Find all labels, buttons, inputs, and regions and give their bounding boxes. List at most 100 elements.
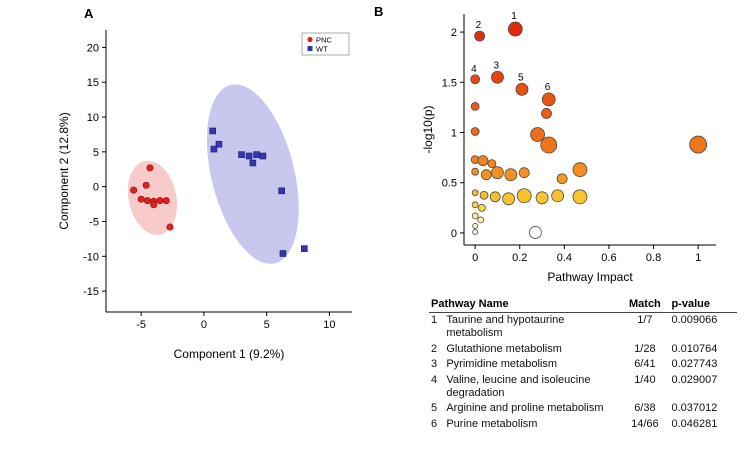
wt-data-point [215,140,223,148]
pathway-cell-name: Taurine and hypotaurine metabolism [446,314,565,340]
x-tick-label: 0.8 [646,252,661,264]
pathway-cell-num: 6 [431,417,438,430]
pathway-number-label: 1 [511,11,517,22]
pathway-cell-num: 2 [431,342,438,355]
pnc-confidence-ellipse [127,160,178,235]
y-axis-title: -log10(p) [421,105,435,153]
y-tick-label: 1.5 [442,77,457,89]
pnc-data-point [156,197,164,205]
pathway-bubble [541,108,552,119]
pathway-bubble [471,167,480,176]
x-tick-label: 0 [472,252,478,264]
pathway-cell-num: 3 [431,358,438,371]
pnc-data-point [142,181,150,189]
wt-data-point [210,145,218,153]
col-header-pvalue: p-value [669,297,737,313]
pnc-data-point [162,197,170,205]
legend-marker-wt [307,46,313,51]
x-axis-title: Pathway Impact [547,270,633,284]
pathway-bubble [491,166,504,180]
pathway-bubble [487,159,497,169]
pathway-cell-num: 5 [431,402,438,415]
y-tick-label: 15 [87,77,99,89]
pathway-cell-name: Pyrimidine metabolism [446,358,557,371]
panel-b-label: B [374,4,384,19]
wt-data-point [245,152,253,160]
y-axis-title: Component 2 (12.8%) [57,112,71,229]
wt-data-point [301,245,308,252]
pathway-table-row: 4 Valine, leucine and isoleucine degradat… [429,373,737,402]
legend-box [301,32,350,56]
pathway-bubble [572,189,588,205]
pathway-number-label: 6 [545,82,551,93]
x-tick-label: 0.2 [512,252,527,264]
y-tick-label: 20 [87,42,99,54]
pathway-cell-pval: 0.009066 [671,314,718,326]
pathway-bubble [556,173,568,185]
y-tick-label: 0.5 [442,178,457,190]
pathway-bubble [477,155,489,167]
pathway-bubble [518,167,530,179]
y-tick-label: 2 [451,27,457,39]
pnc-data-point [143,197,151,205]
y-tick-label: 5 [93,147,99,159]
pathway-cell-name: Valine, leucine and isoleucine degradati… [446,373,591,400]
pathway-number-label: 2 [476,20,482,31]
pathway-cell-name: Purine metabolism [446,417,538,430]
pathway-cell-match: 6/41 [634,358,656,371]
x-tick-label: -5 [136,319,146,331]
pathway-bubble [528,226,542,239]
wt-data-point [278,187,286,195]
pathway-bubble [516,188,532,204]
y-tick-label: -15 [83,286,99,298]
pathway-bubble [491,70,504,84]
legend-marker-pnc [307,36,313,43]
legend-label-wt: WT [316,45,328,54]
pathway-bubble [471,189,479,197]
pathway-bubble [535,191,549,205]
wt-data-point [238,151,245,158]
pathway-table-header-row: Pathway Name Match p-value [429,297,737,313]
wt-data-point [279,250,287,257]
pathway-bubble [489,191,501,203]
pathway-bubble [504,168,518,182]
pathway-bubble [470,102,480,111]
pnc-data-point [137,195,145,203]
x-tick-label: 0.6 [601,252,616,264]
pnc-data-point [166,223,174,231]
col-header-match: Match [620,297,670,313]
pathway-cell-num: 4 [431,373,438,386]
col-header-pathway-name: Pathway Name [429,297,621,313]
y-tick-label: 10 [87,112,99,124]
pathway-bubble [507,21,523,37]
pathway-cell-match: 1/7 [637,314,653,326]
pathway-bubble [572,162,588,178]
pathway-bubble [502,192,516,206]
pathway-bubble [540,136,558,154]
pathway-bubble [530,127,545,142]
pathway-cell-pval: 0.029007 [671,373,718,386]
pathway-cell-match: 1/40 [634,373,656,386]
pathway-bubble [477,216,485,224]
pathway-bubble [470,127,480,136]
pathway-number-label: 4 [471,64,477,75]
pathway-cell-num: 1 [431,314,438,326]
pathway-cell-name: Glutathione metabolism [446,342,562,355]
x-tick-label: 1 [695,252,701,264]
pathway-bubble [689,135,708,154]
pathway-table: Pathway Name Match p-value 1 Taurine and … [429,297,737,432]
pnc-data-point [130,186,138,194]
wt-confidence-ellipse [206,84,299,264]
pathway-cell-match: 1/28 [634,342,656,355]
legend-label-pnc: PNC [316,36,332,45]
pathway-cell-pval: 0.037012 [671,402,718,415]
pathway-bubble [541,92,556,107]
x-axis-title: Component 1 (9.2%) [174,347,285,361]
y-tick-label: 0 [93,182,99,194]
y-tick-label: 0 [451,228,457,240]
x-tick-label: 5 [264,319,270,331]
